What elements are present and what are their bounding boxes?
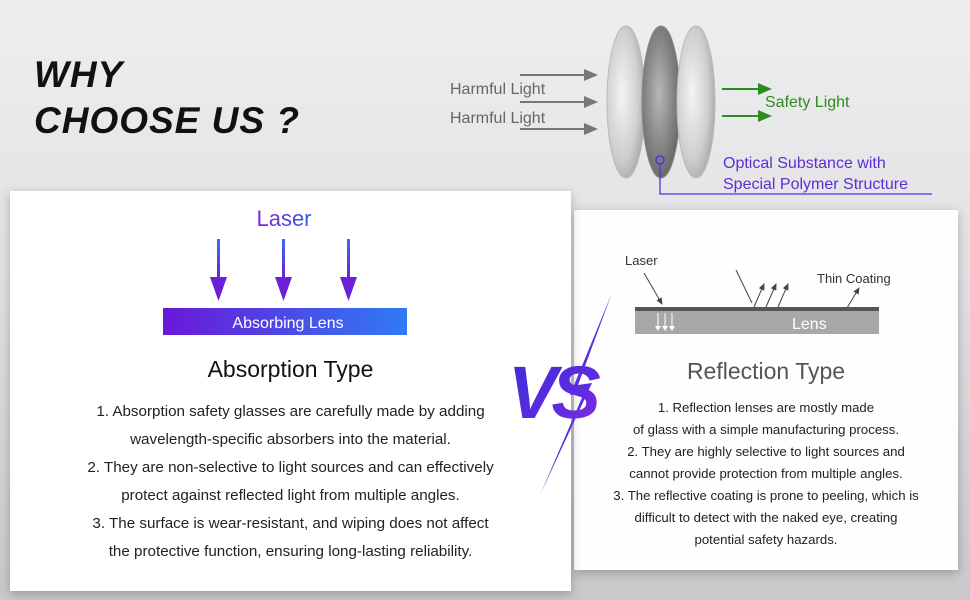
absorption-point-line: the protective function, ensuring long-l… (108, 543, 473, 560)
absorption-point-line: 3. The surface is wear-resistant, and wi… (92, 515, 489, 532)
reflection-point-line: 3. The reflective coating is prone to pe… (613, 488, 919, 503)
thin-coating-label: Thin Coating (817, 271, 891, 286)
reflection-point-line: of glass with a simple manufacturing pro… (632, 422, 900, 437)
absorption-point-line: 1. Absorption safety glasses are careful… (96, 403, 485, 420)
lens-stack (606, 25, 716, 179)
reflection-point-line: difficult to detect with the naked eye, … (634, 510, 898, 525)
absorbing-lens-bar (163, 308, 407, 335)
safety-light-arrows (722, 83, 772, 122)
lens-diagram: Harmful Light Harmful Light Safety Light… (450, 25, 932, 195)
absorption-point-line: 2. They are non-selective to light sourc… (87, 459, 494, 476)
reflection-point-line: cannot provide protection from multiple … (629, 466, 903, 481)
headline-line-1: WHY (34, 54, 124, 95)
harmful-light-label-2: Harmful Light (450, 110, 546, 127)
reflection-point-line: potential safety hazards. (694, 532, 838, 547)
glass-lens-block (635, 311, 879, 334)
reflection-type-card: Laser Thin Coating Lens Reflection Type … (574, 210, 958, 570)
headline: WHY CHOOSE US ? (34, 52, 300, 144)
absorption-point-line: protect against reflected light from mul… (121, 487, 460, 504)
safety-light-label: Safety Light (765, 94, 850, 111)
reflection-lens-label: Lens (792, 316, 827, 333)
absorption-type-title: Absorption Type (207, 356, 374, 382)
substance-label-line-2: Special Polymer Structure (723, 176, 908, 193)
harmful-light-label-1: Harmful Light (450, 81, 546, 98)
vs-label: VS (508, 351, 600, 434)
absorption-diagram: Laser Absorbing Lens (163, 206, 407, 335)
absorption-type-card: Laser Absorbing Lens Absorption Type 1. … (10, 191, 571, 591)
thin-coating-layer (635, 307, 879, 311)
harmful-light-arrows (520, 69, 598, 135)
lightning-bolt-icon (540, 293, 612, 495)
headline-line-2: CHOOSE US ? (34, 100, 300, 141)
absorption-laser-label: Laser (256, 206, 311, 231)
reflection-points: 1. Reflection lenses are mostly made of … (574, 397, 958, 551)
reflection-diagram: Laser Thin Coating Lens (625, 253, 891, 334)
vs-logo: VS (508, 293, 612, 495)
absorption-points: 1. Absorption safety glasses are careful… (10, 398, 571, 566)
reflection-type-title: Reflection Type (686, 358, 846, 384)
absorption-point-line: wavelength-specific absorbers into the m… (130, 431, 451, 448)
reflection-point-line: 2. They are highly selective to light so… (627, 444, 905, 459)
substance-label-line-1: Optical Substance with (723, 155, 886, 172)
laser-arrows (210, 239, 357, 301)
reflection-point-line: 1. Reflection lenses are mostly made (657, 400, 875, 415)
absorbing-lens-label: Absorbing Lens (232, 315, 343, 332)
reflection-laser-label: Laser (625, 253, 658, 268)
substance-callout-line (655, 155, 932, 195)
